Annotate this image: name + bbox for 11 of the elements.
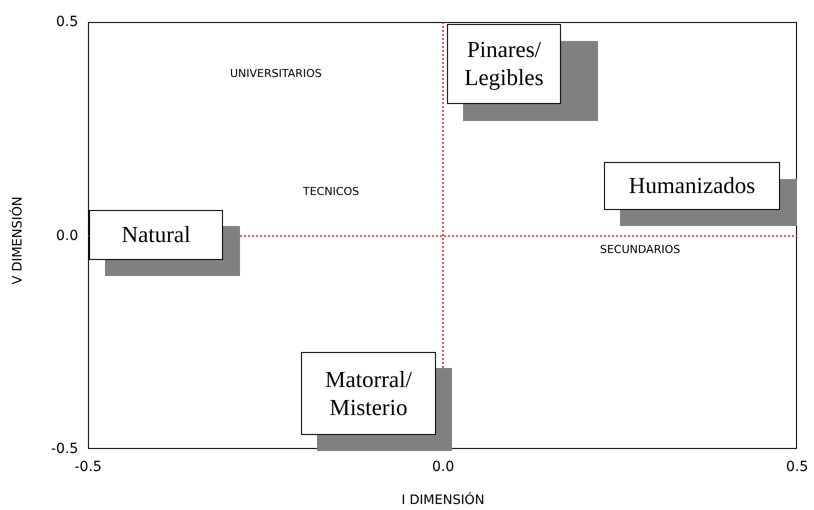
axis-tick-label: -0.5 — [74, 459, 102, 475]
axis-title: I DIMENSIÓN — [402, 492, 485, 508]
axis-tick-label: 0.0 — [56, 228, 78, 244]
axis-tick-label: 0.5 — [56, 14, 78, 30]
text-label: SECUNDARIOS — [600, 242, 680, 256]
axis-tick-label: -0.5 — [51, 441, 78, 457]
axis-tick-label: 0.5 — [786, 459, 808, 475]
text-label: UNIVERSITARIOS — [230, 66, 322, 80]
text-label: TECNICOS — [303, 184, 360, 198]
axis-title: V DIMENSIÓN — [10, 196, 26, 284]
axis-tick-label: 0.0 — [432, 459, 454, 475]
